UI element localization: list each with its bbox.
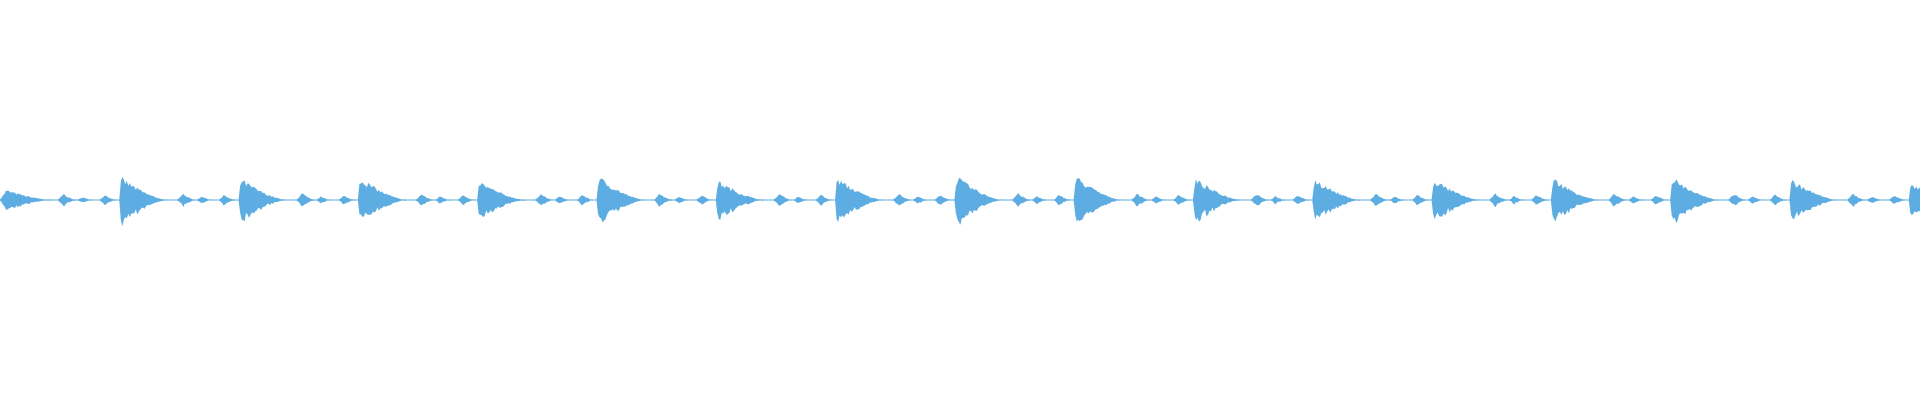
- waveform-beat: [954, 178, 1071, 225]
- waveform-beat: [1312, 180, 1429, 220]
- waveform-transient: [835, 180, 884, 222]
- waveform-burst: [415, 194, 434, 205]
- waveform-transient: [954, 178, 1003, 225]
- waveform-transient: [596, 178, 645, 223]
- waveform-burst: [78, 197, 92, 202]
- waveform-transient: [1908, 184, 1920, 216]
- waveform-burst: [1628, 196, 1643, 204]
- waveform-burst: [100, 195, 116, 205]
- waveform-burst: [1173, 194, 1190, 205]
- waveform-burst: [696, 195, 713, 205]
- waveform-burst: [1770, 194, 1787, 205]
- waveform-burst: [1293, 196, 1309, 204]
- waveform-burst: [893, 194, 912, 206]
- waveform-burst: [1251, 195, 1269, 206]
- waveform-transient: [357, 182, 406, 217]
- waveform-transient: [715, 181, 764, 220]
- waveform-transient: [1789, 180, 1838, 220]
- waveform-burst: [815, 195, 832, 206]
- waveform-transient: [1431, 182, 1480, 220]
- waveform-burst: [177, 193, 196, 207]
- waveform-burst: [219, 195, 236, 206]
- waveform-transient: [1550, 179, 1599, 222]
- waveform-beat: [1073, 178, 1190, 222]
- waveform-burst: [58, 193, 76, 207]
- waveform-beat: [1193, 179, 1309, 222]
- waveform-transient: [1073, 178, 1122, 222]
- waveform-burst: [1650, 196, 1667, 205]
- waveform-beat: [1670, 179, 1787, 224]
- waveform-burst: [577, 195, 594, 206]
- waveform-burst: [1151, 196, 1166, 204]
- waveform-burst: [316, 196, 331, 204]
- waveform-beat: [1550, 179, 1667, 222]
- waveform-transient: [0, 190, 52, 210]
- waveform-beat: [357, 182, 474, 217]
- waveform-beat: [1431, 182, 1548, 220]
- waveform-burst: [793, 197, 808, 203]
- waveform-burst: [1032, 196, 1047, 205]
- waveform-burst: [197, 196, 212, 203]
- waveform-transient: [119, 176, 168, 227]
- waveform-burst: [555, 196, 570, 204]
- waveform-burst: [913, 196, 928, 204]
- waveform-burst: [1748, 196, 1763, 204]
- waveform-burst: [1271, 196, 1285, 205]
- waveform-beat: [835, 180, 952, 222]
- waveform-burst: [1012, 193, 1031, 207]
- waveform-transient: [1670, 179, 1719, 224]
- waveform-burst: [1509, 195, 1524, 205]
- waveform-burst: [457, 195, 474, 205]
- waveform-burst: [674, 197, 689, 203]
- waveform-burst: [338, 196, 355, 205]
- waveform-burst: [1390, 197, 1405, 204]
- waveform-burst: [1728, 195, 1747, 206]
- waveform-burst: [654, 193, 673, 207]
- waveform-beat: [238, 180, 355, 222]
- waveform-transient: [477, 183, 526, 217]
- waveform-transient: [238, 180, 287, 222]
- waveform-burst: [1370, 193, 1389, 206]
- waveform-beat: [1908, 184, 1920, 216]
- waveform-beat: [477, 183, 594, 217]
- waveform-burst: [1867, 197, 1882, 203]
- waveform-beat: [596, 178, 713, 223]
- waveform-burst: [1131, 193, 1150, 207]
- waveform-burst: [1847, 193, 1866, 207]
- waveform-burst: [435, 196, 450, 204]
- waveform-burst: [1531, 195, 1548, 205]
- waveform-beat: [715, 181, 832, 220]
- waveform-beat: [119, 176, 236, 227]
- waveform-beat: [1789, 180, 1906, 220]
- waveform-burst: [1489, 193, 1508, 208]
- waveform-transient: [1193, 179, 1241, 222]
- waveform-burst: [535, 194, 554, 206]
- waveform-burst: [1889, 196, 1906, 204]
- waveform-transient: [1312, 180, 1361, 220]
- waveform-burst: [773, 194, 792, 206]
- waveform-burst: [935, 195, 952, 205]
- waveform-burst: [1412, 195, 1429, 206]
- waveform-beat: [0, 190, 116, 210]
- waveform-burst: [296, 193, 315, 207]
- waveform-burst: [1608, 194, 1627, 207]
- waveform-burst: [1054, 194, 1071, 206]
